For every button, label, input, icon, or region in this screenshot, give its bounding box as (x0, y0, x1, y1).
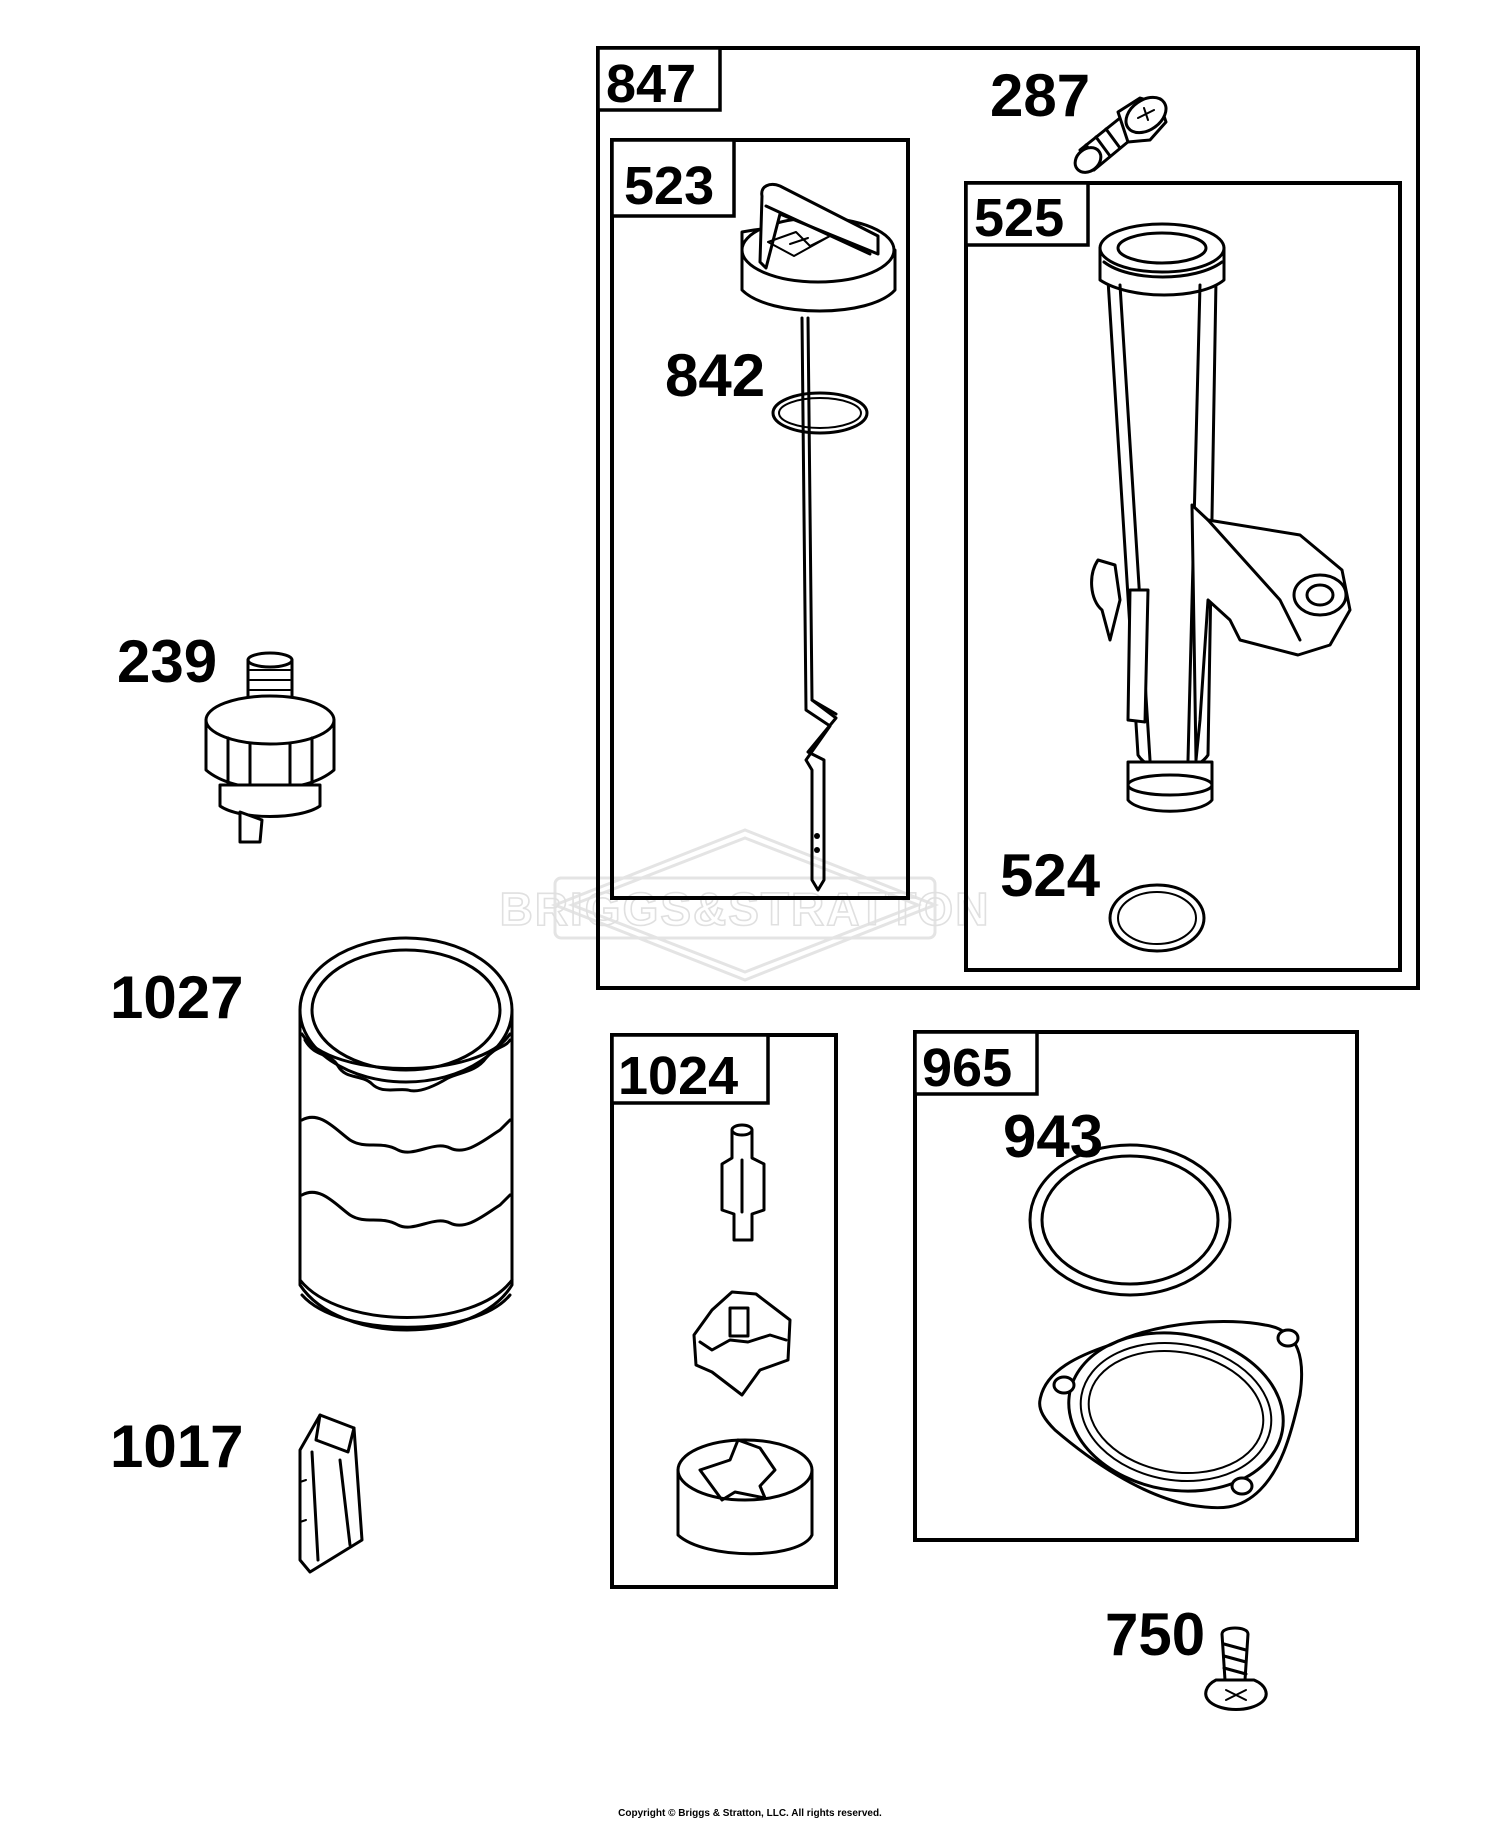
dipstick-tube-525-drawing (1090, 222, 1352, 813)
gasket-943-drawing (1028, 1143, 1232, 1297)
briggs-stratton-watermark: BRIGGS&STRATTON (499, 828, 991, 982)
part-842-label: 842 (665, 342, 765, 409)
kit-525-label: 525 (974, 188, 1064, 248)
watermark-text: BRIGGS&STRATTON (500, 883, 991, 935)
pump-rotor-1024-drawing (692, 1290, 792, 1397)
kit-523-box: 523 (610, 138, 910, 900)
pump-shaft-1024-drawing (720, 1123, 766, 1242)
oil-filter-1027-drawing (298, 936, 514, 1332)
kit-1024-box: 1024 (610, 1033, 838, 1589)
dipstick-cap-523-drawing (740, 182, 897, 313)
part-287-label: 287 (990, 62, 1090, 129)
part-750-label: 750 (1105, 1601, 1205, 1668)
o-ring-524-drawing (1108, 883, 1206, 953)
kit-525-box: 525 (964, 181, 1402, 972)
part-943-label: 943 (1003, 1103, 1103, 1170)
screw-750-drawing (1204, 1626, 1268, 1711)
kit-523-label: 523 (624, 156, 714, 216)
cover-plate-965-drawing (1038, 1320, 1304, 1510)
kit-1024-label: 1024 (618, 1046, 738, 1106)
part-239-label: 239 (117, 628, 217, 695)
kit-847-box: 847 (596, 46, 1420, 990)
kit-965-label: 965 (922, 1038, 1012, 1098)
pump-housing-1024-drawing (676, 1438, 814, 1556)
copyright-notice: Copyright © Briggs & Stratton, LLC. All … (618, 1808, 882, 1819)
kit-847-label: 847 (606, 54, 696, 114)
screw-287-drawing (1073, 95, 1168, 174)
cartridge-1017-drawing (298, 1413, 364, 1574)
dipstick-rod-drawing (800, 316, 838, 892)
o-ring-842-drawing (771, 391, 869, 435)
oil-pressure-switch-239-drawing (204, 651, 336, 844)
part-524-label: 524 (1000, 842, 1101, 909)
kit-965-box: 965 (913, 1030, 1359, 1542)
part-1027-label: 1027 (110, 964, 243, 1031)
part-1017-label: 1017 (110, 1413, 243, 1480)
